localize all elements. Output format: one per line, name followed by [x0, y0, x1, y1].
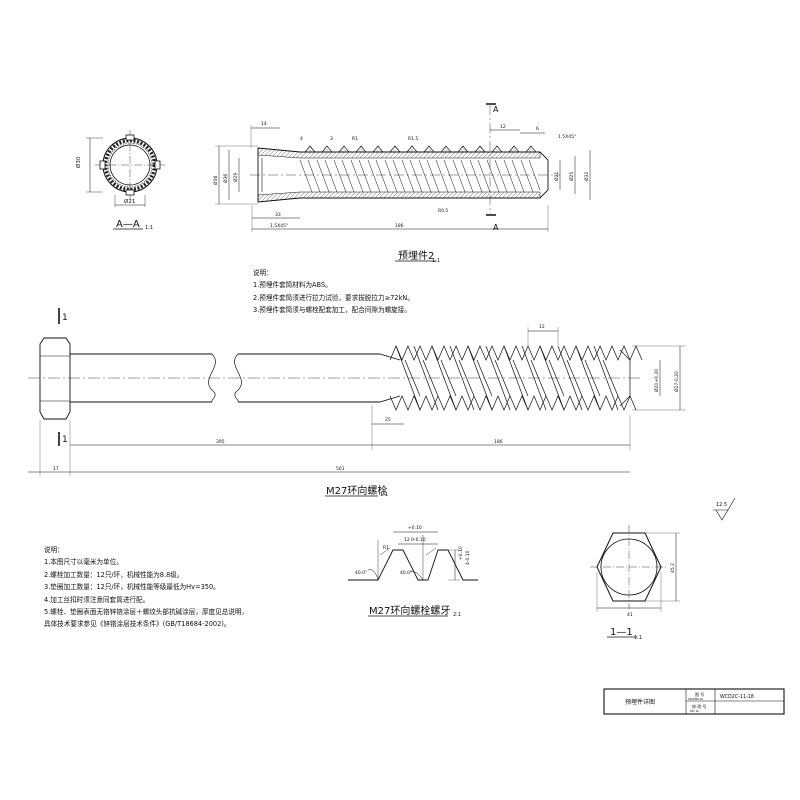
- notes-top-item-1: 1.预埋件套筒材料为ABS。: [253, 281, 332, 290]
- title-block-label-no: 图 号: [695, 691, 704, 697]
- bolt-dim-17: 17: [53, 466, 59, 472]
- notes-top: 说明： 1.预埋件套筒材料为ABS。 2.预埋件套筒须进行拉力试验，要求拔脱拉力…: [253, 267, 414, 317]
- embed-dim-3: 3: [330, 136, 333, 142]
- embed-dim-dia-36: Ø36: [222, 174, 229, 183]
- section-11-view: [590, 497, 736, 638]
- thread-dim-angle-1: 40.0°: [355, 570, 367, 576]
- section-11-title: 1—1: [610, 627, 633, 638]
- thread-dim-top-tol: +0.10: [408, 525, 422, 531]
- notes-bottom-item-5: 5.螺栓、垫圈表面无铬锌铬涂层＋螺纹头部抗碱涂层，厚度见总说明，: [44, 607, 249, 616]
- bolt-mark-1-top: 1: [62, 313, 68, 323]
- section-11-dim-width: 41: [627, 612, 633, 618]
- bolt-mark-1-bottom: 1: [62, 435, 68, 445]
- bolt-break-right: [234, 353, 242, 403]
- title-block-label-rev: 修 改 号: [692, 703, 707, 709]
- embed-dim-14: 14: [261, 121, 267, 127]
- aa-scale: 1:1: [145, 225, 153, 231]
- aa-dim-outer: Ø30: [75, 156, 82, 168]
- embed-dim-r1: R1: [352, 136, 358, 142]
- title-block-drawing-no: WCD2C-11-18: [720, 694, 754, 700]
- notes-bottom-item-4: 4.加工丝扣时须注意同套筒进行配。: [44, 595, 150, 604]
- embed-mark-a-top: A: [493, 105, 499, 114]
- embed-dim-6: 6: [536, 126, 539, 132]
- embed-dim-chamfer-bottom: 1.5X45°: [270, 223, 288, 229]
- embed-scale: 1:1: [432, 258, 440, 264]
- embed-thread-teeth-top: [304, 145, 537, 153]
- embed-dim-4: 4: [300, 136, 303, 142]
- embed-wall-bottom: [257, 191, 541, 203]
- embed-dim-dia-32: Ø32: [583, 172, 590, 181]
- thread-dim-tol2: 12 0-0.10: [404, 537, 426, 543]
- notes-top-item-3: 3.预埋件套筒须与螺栓配套加工，配合间隙为螺旋接。: [253, 306, 411, 315]
- embed-wall-top: [257, 147, 541, 159]
- roughness-symbol: [713, 497, 736, 521]
- bolt-head: [39, 337, 71, 420]
- notes-bottom-heading: 说明：: [44, 546, 64, 554]
- bolt-dim-dia-inner: Ø20+0.20: [653, 369, 660, 392]
- thread-dim-side-tol-1: +0.10: [458, 546, 464, 560]
- embed-dim-33: 33: [275, 212, 281, 218]
- thread-dim-r1-a: R1: [383, 545, 389, 551]
- aa-dim-bottom: Ø21: [124, 198, 135, 205]
- thread-dim-side-tol-2: 4-0.10: [465, 550, 471, 565]
- aa-title: A—A: [116, 219, 140, 230]
- notes-bottom-item-2: 2.螺栓加工数量：12只/环，机械性能为8.8级。: [44, 570, 184, 579]
- section-11-dim-height: 45.2: [670, 563, 676, 573]
- section-11-scale: 1:1: [634, 635, 642, 641]
- embed-mark-a-bottom: A: [493, 223, 499, 232]
- notes-bottom: 说明： 1.本图尺寸以毫米为单位。 2.螺栓加工数量：12只/环，机械性能为8.…: [44, 544, 248, 631]
- title-block: [603, 688, 785, 715]
- title-block-drawing-name: 预埋件详图: [625, 698, 655, 706]
- bolt-dim-561: 561: [336, 466, 345, 472]
- embed-dim-chamfer-top: 1.5X45°: [558, 134, 576, 140]
- notes-bottom-item-6: 具体技术要求参见《锌铬涂层技术条件》(GB/T18684-2002)。: [44, 620, 231, 629]
- embed-dim-dia-21: Ø21: [553, 172, 560, 181]
- embed-inner-thread: [299, 159, 541, 193]
- embed-dim-12: 12: [500, 124, 506, 130]
- thread-scale: 2:1: [453, 612, 461, 618]
- bolt-dim-pitch: 12: [539, 324, 545, 330]
- thread-title: M27环向螺栓螺牙: [369, 604, 450, 617]
- section-aa-view: [86, 130, 165, 230]
- embed-dim-186: 186: [395, 223, 404, 229]
- title-block-label-rev-en: REV. No.: [690, 710, 700, 713]
- notes-bottom-item-3: 3.垫圈加工数量：12只/环，机械性能等级最低为Hv=350。: [44, 583, 220, 592]
- embed-dim-dia-38: Ø38: [212, 176, 219, 185]
- notes-top-item-2: 2.预埋件套筒须进行拉力试验，要求拔脱拉力≥72kN。: [253, 293, 414, 302]
- thread-dim-angle-2: 40.0°: [400, 570, 412, 576]
- embed-dim-r05: R0.5: [438, 208, 448, 214]
- notes-bottom-item-1: 1.本图尺寸以毫米为单位。: [44, 558, 123, 567]
- bolt-scale: 1:1: [380, 492, 388, 498]
- bolt-dim-dia-outer: Ø27-0.20: [673, 371, 680, 392]
- bolt-dim-395: 395: [216, 439, 225, 445]
- embed-dim-dia-29: Ø29: [232, 173, 239, 182]
- embed-part-view: [215, 103, 591, 262]
- embed-dim-dia-25: Ø25: [568, 172, 575, 181]
- title-block-label-no-en: DRAWING No.: [688, 698, 704, 701]
- thread-detail-view: [348, 531, 478, 617]
- embed-title: 预埋件2: [398, 250, 434, 262]
- bolt-title: M27环向螺栓: [326, 484, 387, 497]
- bolt-view: [28, 308, 686, 497]
- bolt-dim-186: 186: [494, 439, 503, 445]
- embed-dim-r15: R1.5: [408, 136, 418, 142]
- roughness-value: 12.5: [716, 502, 727, 508]
- notes-top-heading: 说明：: [253, 269, 273, 277]
- bolt-dim-25: 25: [385, 417, 391, 423]
- bolt-break-left: [208, 353, 216, 403]
